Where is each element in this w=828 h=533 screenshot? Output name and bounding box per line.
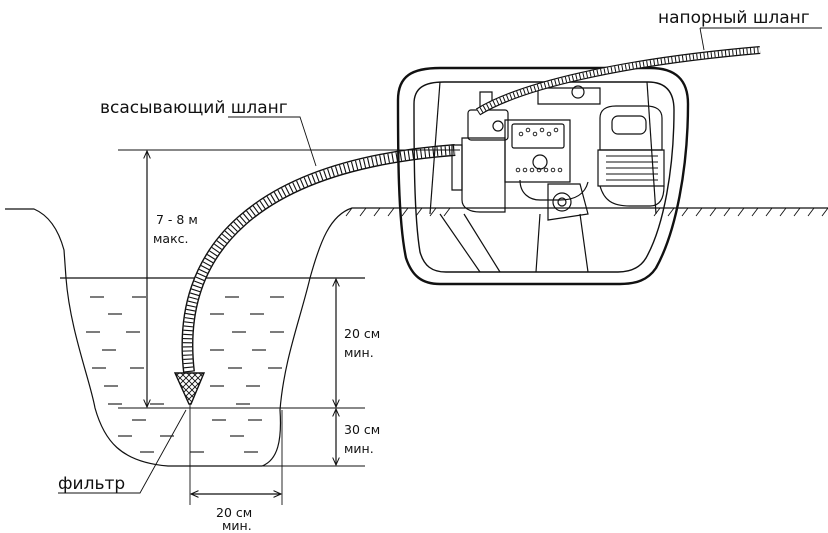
max-height-dimension [118, 149, 460, 409]
filter-label: фильтр [58, 474, 125, 494]
water-depth-note: мин. [344, 345, 374, 360]
ground-line [5, 207, 828, 279]
ground-hatching [345, 207, 828, 217]
filter-icon [173, 372, 206, 405]
side-gap-value: 20 см [216, 505, 252, 520]
pump-frame [396, 66, 690, 286]
max-height-note: макс. [153, 231, 189, 246]
discharge-leader [699, 27, 705, 51]
discharge-hose [475, 46, 761, 116]
side-gap-dimension [189, 404, 283, 505]
suction-leader [228, 116, 317, 167]
side-gap-note: мин. [222, 518, 252, 533]
water-depth-value: 20 см [344, 326, 380, 341]
water-pit [60, 277, 365, 467]
pump-body [451, 85, 665, 221]
water-ripples [86, 296, 284, 453]
discharge-hose-label: напорный шланг [658, 8, 810, 28]
bottom-gap-value: 30 см [344, 422, 380, 437]
max-height-value: 7 - 8 м [156, 212, 198, 227]
bottom-gap-note: мин. [344, 441, 374, 456]
suction-hose-label: всасывающий шланг [100, 98, 288, 118]
suction-hose [181, 144, 456, 373]
filter-leader [58, 409, 187, 494]
bottom-gap-dimension [250, 409, 365, 467]
